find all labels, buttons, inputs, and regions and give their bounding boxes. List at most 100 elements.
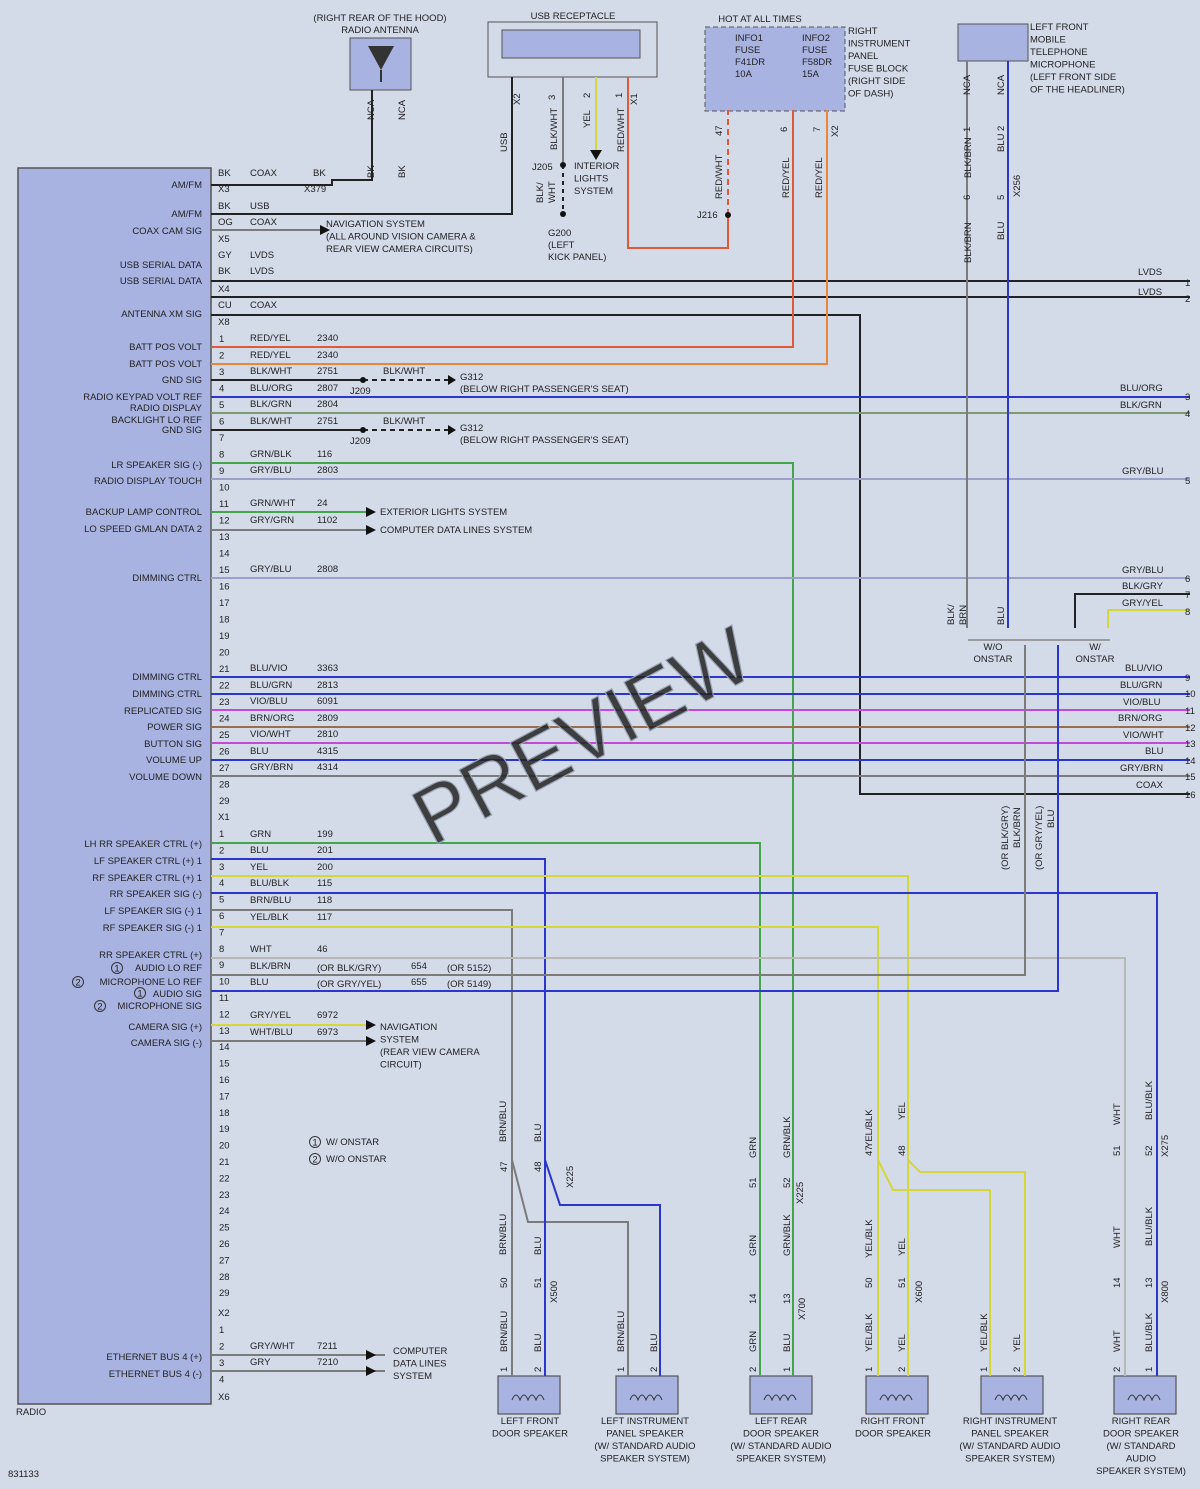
wire-label: 51 xyxy=(1112,1145,1123,1156)
microphone-box xyxy=(957,23,1029,62)
radio-pin-label: ANTENNA XM SIG xyxy=(121,309,202,320)
wire-label: 6091 xyxy=(317,696,338,707)
wire-label: RED/WHT xyxy=(714,154,725,199)
wire-label: J205 xyxy=(532,162,553,173)
wire-label: BLU xyxy=(996,133,1007,152)
pin-number: 12 xyxy=(219,1009,230,1020)
radio-pin-label: ETHERNET BUS 4 (+) xyxy=(106,1352,202,1363)
nav-cam-label: (ALL AROUND VISION CAMERA & xyxy=(326,232,476,243)
fuse1-label: F41DR xyxy=(735,57,765,68)
wire-label: RED/YEL xyxy=(250,350,291,361)
wire-label: RED/YEL xyxy=(250,333,291,344)
g200-label: G200 xyxy=(548,228,571,239)
wire-label: BRN/ORG xyxy=(250,713,294,724)
wire-label: (OR GRY/YEL) xyxy=(317,979,381,990)
speaker-name: SPEAKER SYSTEM) xyxy=(600,1454,690,1465)
arrow-g312-2 xyxy=(448,425,456,435)
pin-number: 2 xyxy=(219,351,224,362)
wire-label: GRY/YEL xyxy=(1122,598,1163,609)
wire-usb xyxy=(211,77,513,215)
wire-label: GRN xyxy=(250,829,271,840)
wire-label: YEL/BLK xyxy=(864,1219,875,1258)
radio-label: RADIO xyxy=(16,1407,46,1418)
wire-label: BLU/BLK xyxy=(1144,1206,1155,1246)
wire-label: BLU xyxy=(250,845,269,856)
wire-label: LVDS xyxy=(250,250,274,261)
wire-label: X256 xyxy=(1012,175,1023,197)
wire-label: BLU/VIO xyxy=(1125,663,1163,674)
wire-label: X3 xyxy=(218,184,230,195)
pin-number: 2 xyxy=(1185,294,1190,305)
wire-label: X600 xyxy=(914,1281,925,1303)
arrow xyxy=(366,1036,376,1046)
splice-dot xyxy=(725,212,731,218)
wire-label: X8 xyxy=(218,317,230,328)
wire-label: BLU/VIO xyxy=(250,663,288,674)
wire-label: RED/WHT xyxy=(616,107,627,152)
speaker-name: SPEAKER SYSTEM) xyxy=(965,1454,1055,1465)
wire-label: YEL xyxy=(897,1102,908,1120)
pin-number: 25 xyxy=(219,730,230,741)
wire-label: 13 xyxy=(1144,1277,1155,1288)
speaker-coil xyxy=(879,1394,913,1402)
fuse2-label: F58DR xyxy=(802,57,832,68)
arrow xyxy=(366,507,376,517)
wire-label: 1102 xyxy=(317,515,337,526)
pin-number: 1 xyxy=(219,334,224,345)
wire-label: 1 xyxy=(782,1367,793,1372)
wire-label: 2813 xyxy=(317,680,338,691)
wire-label: GRN xyxy=(748,1137,759,1158)
wire-label: BRN/BLU xyxy=(499,1311,510,1352)
wire-label: GRY/BRN xyxy=(250,762,293,773)
wire-label: BLU/BLK xyxy=(1144,1080,1155,1120)
wire-label: GRY/BLU xyxy=(250,465,292,476)
wire-label: X225 xyxy=(565,1166,576,1188)
pin-number: 12 xyxy=(219,516,230,527)
pin-number: 24 xyxy=(219,714,230,725)
wire-label: GRN/WHT xyxy=(250,498,296,509)
wire-label: GRN/BLK xyxy=(782,1116,793,1158)
wire-label: 3363 xyxy=(317,663,338,674)
wire-lr-sig xyxy=(211,462,794,1376)
wire-label: COAX xyxy=(250,168,278,179)
wire-label: 1 xyxy=(499,1367,510,1372)
comp-data2-label: SYSTEM xyxy=(393,1371,432,1382)
wire-batt-2 xyxy=(211,110,828,365)
wo-onstar-label: W/O xyxy=(984,642,1003,653)
watermark-text: PREVIEW xyxy=(398,610,766,862)
radio-pin-label: BACKUP LAMP CONTROL xyxy=(86,507,202,518)
wire-label: NCA xyxy=(397,99,408,120)
pin-number: 21 xyxy=(219,1157,230,1168)
wire-label: BLK/GRN xyxy=(1120,400,1162,411)
wire-label: BLU xyxy=(1046,809,1057,828)
wire-label: BLU/BLK xyxy=(1144,1312,1155,1352)
wire-label: 7 xyxy=(812,127,823,132)
pin-number: 13 xyxy=(1185,739,1196,750)
wire-label: BLK/WHT xyxy=(383,416,425,427)
wire-label: 14 xyxy=(1112,1277,1123,1288)
wire-label: 47 xyxy=(714,125,725,136)
speaker-name: DOOR SPEAKER xyxy=(743,1429,819,1440)
speaker-name: DOOR SPEAKER xyxy=(492,1429,568,1440)
usb-receptacle xyxy=(487,21,658,78)
wire-label: 51 xyxy=(748,1177,759,1188)
radio-pin-label: RR SPEAKER SIG (-) xyxy=(110,889,202,900)
speaker-coil xyxy=(763,1394,797,1402)
nav-rear-label: (REAR VIEW CAMERA xyxy=(380,1047,480,1058)
speaker-name: RIGHT FRONT xyxy=(861,1416,926,1427)
fuse-block-label: INSTRUMENT xyxy=(848,39,910,50)
reference-marker xyxy=(134,987,146,999)
wire-label: BLU/ORG xyxy=(250,383,293,394)
microphone-label: TELEPHONE xyxy=(1030,47,1088,58)
radio-pin-label: ETHERNET BUS 4 (-) xyxy=(109,1369,202,1380)
wo-onstar-label: ONSTAR xyxy=(974,654,1013,665)
pin-number: 21 xyxy=(219,664,230,675)
wire-label: 47 xyxy=(864,1145,875,1156)
pin-number: 2 xyxy=(219,845,224,856)
wire-label: GRY xyxy=(250,1357,271,1368)
wire-label: BK xyxy=(366,165,377,178)
radio-pin-label: VOLUME DOWN xyxy=(129,772,202,783)
pin-number: 25 xyxy=(219,1223,230,1234)
speaker-coil xyxy=(511,1394,545,1402)
speaker-coil xyxy=(994,1394,1028,1402)
